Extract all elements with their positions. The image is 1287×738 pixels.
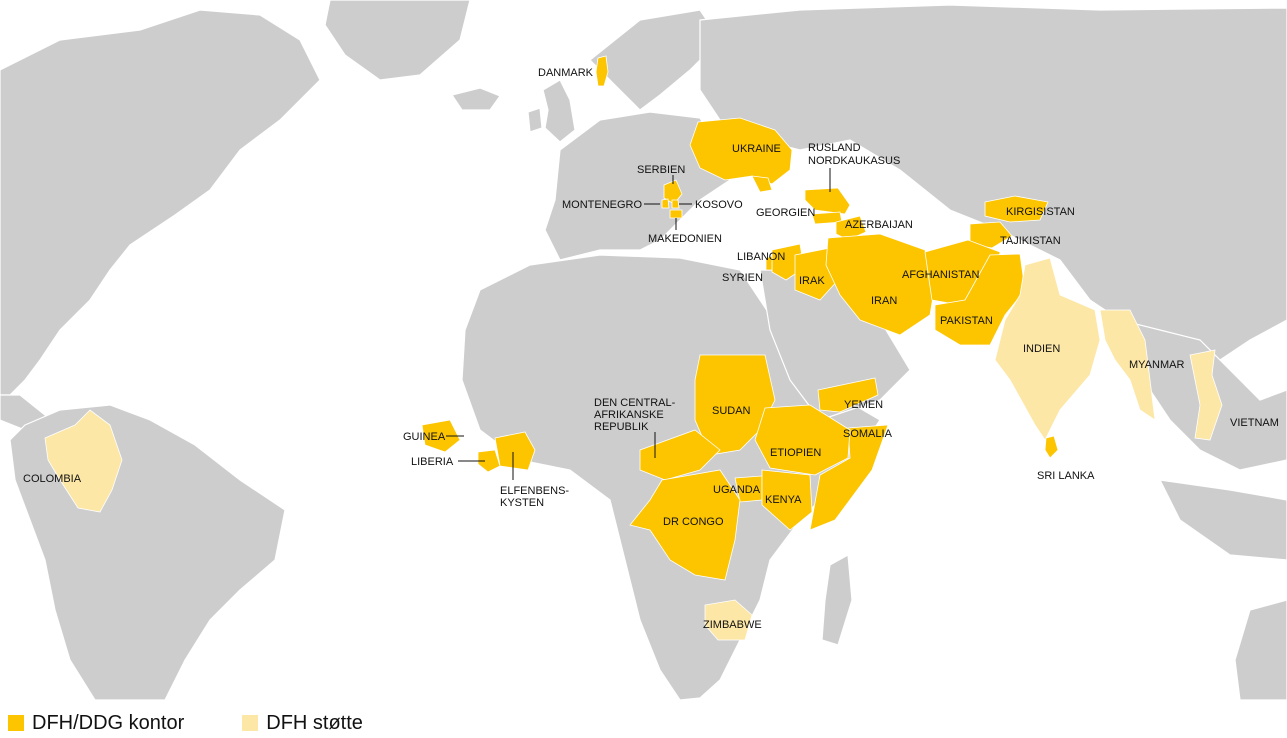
label-yemen: YEMEN <box>844 399 883 411</box>
label-libanon: LIBANON <box>737 251 785 263</box>
label-indien: INDIEN <box>1023 343 1060 355</box>
country-kenya[interactable] <box>761 469 813 531</box>
country-liberia[interactable] <box>477 449 501 473</box>
label-colombia: COLOMBIA <box>23 473 82 485</box>
label-syrien: SYRIEN <box>722 272 763 284</box>
country-sri-lanka[interactable] <box>1044 435 1059 459</box>
country-crimea[interactable] <box>751 175 773 193</box>
legend-swatch-support <box>242 715 259 731</box>
label-somalia: SOMALIA <box>843 428 893 440</box>
land-scandinavia <box>589 9 721 111</box>
label-kirgisistan: KIRGISISTAN <box>1006 206 1075 218</box>
country-elfenbenskysten[interactable] <box>494 431 536 471</box>
legend-item-support: DFH støtte <box>242 712 363 735</box>
support-countries <box>44 257 1223 641</box>
land-ireland <box>527 107 543 133</box>
country-nordkaukasus[interactable] <box>804 187 851 215</box>
land-australia <box>1234 599 1287 700</box>
label-ukraine: UKRAINE <box>732 143 781 155</box>
label-sri-lanka: SRI LANKA <box>1037 470 1095 482</box>
label-elfenbens-line2: KYSTEN <box>500 497 544 509</box>
country-yemen[interactable] <box>817 377 879 413</box>
country-dr-congo[interactable] <box>629 469 741 581</box>
label-guinea: GUINEA <box>403 431 446 443</box>
legend-swatch-office <box>8 715 24 731</box>
label-montenegro: MONTENEGRO <box>562 199 643 211</box>
country-labels: DANMARK UKRAINE RUSLAND NORDKAUKASUS SER… <box>23 67 1279 631</box>
country-etiopien[interactable] <box>754 404 851 476</box>
label-myanmar: MYANMAR <box>1129 359 1184 371</box>
world-map: DANMARK UKRAINE RUSLAND NORDKAUKASUS SER… <box>0 0 1287 700</box>
country-myanmar[interactable] <box>1099 309 1156 421</box>
label-tajikistan: TAJIKISTAN <box>1000 235 1061 247</box>
legend-item-office: DFH/DDG kontor <box>8 712 184 735</box>
country-guinea[interactable] <box>421 419 461 453</box>
country-zimbabwe[interactable] <box>704 599 753 641</box>
label-rusland: RUSLAND <box>808 142 861 154</box>
land-uk <box>542 79 576 143</box>
country-kirgisistan[interactable] <box>984 195 1049 223</box>
country-car[interactable] <box>639 429 721 481</box>
country-kosovo[interactable] <box>671 199 680 209</box>
label-danmark: DANMARK <box>538 67 594 79</box>
leader-lines <box>446 168 831 480</box>
country-indien[interactable] <box>994 257 1101 441</box>
country-serbien[interactable] <box>663 179 683 205</box>
label-serbien: SERBIEN <box>637 164 685 176</box>
label-azerbaijan: AZERBAIJAN <box>845 219 913 231</box>
label-iran: IRAN <box>871 295 897 307</box>
label-etiopien: ETIOPIEN <box>770 447 821 459</box>
label-makedonien: MAKEDONIEN <box>648 233 722 245</box>
land-europe <box>544 111 731 261</box>
label-liberia: LIBERIA <box>411 456 454 468</box>
map-legend: DFH/DDG kontor DFH støtte <box>8 712 363 734</box>
land-greenland <box>324 0 471 81</box>
country-makedonien[interactable] <box>669 209 683 219</box>
country-montenegro[interactable] <box>661 198 670 209</box>
country-iran[interactable] <box>825 233 936 336</box>
label-afghanistan: AFGHANISTAN <box>902 269 979 281</box>
land-iceland <box>451 87 501 111</box>
country-ukraine[interactable] <box>689 117 793 185</box>
legend-label-support: DFH støtte <box>266 711 363 734</box>
country-somalia[interactable] <box>809 424 889 531</box>
label-dr-congo: DR CONGO <box>663 516 724 528</box>
label-car-line3: REPUBLIK <box>594 421 649 433</box>
country-sudan[interactable] <box>694 354 776 456</box>
label-car-line1: DEN CENTRAL- <box>594 397 676 409</box>
country-colombia[interactable] <box>44 409 123 513</box>
label-sudan: SUDAN <box>712 405 751 417</box>
label-vietnam: VIETNAM <box>1230 417 1279 429</box>
country-pakistan[interactable] <box>934 253 1026 346</box>
label-uganda: UGANDA <box>713 484 761 496</box>
label-zimbabwe: ZIMBABWE <box>703 619 762 631</box>
label-kenya: KENYA <box>765 494 802 506</box>
label-irak: IRAK <box>799 275 825 287</box>
land-indonesia <box>1158 479 1287 561</box>
country-vietnam[interactable] <box>1189 349 1223 441</box>
label-pakistan: PAKISTAN <box>940 315 993 327</box>
label-kosovo: KOSOVO <box>695 199 743 211</box>
label-elfenbens-line1: ELFENBENS- <box>500 485 569 497</box>
office-countries <box>421 55 1059 581</box>
land-north-america <box>0 9 321 396</box>
country-danmark[interactable] <box>595 55 609 87</box>
label-nordkaukasus: NORDKAUKASUS <box>808 155 900 167</box>
legend-label-office: DFH/DDG kontor <box>32 711 185 734</box>
land-madagascar <box>821 554 853 646</box>
label-georgien: GEORGIEN <box>756 207 815 219</box>
label-car-line2: AFRIKANSKE <box>594 409 664 421</box>
country-libanon[interactable] <box>765 255 773 271</box>
